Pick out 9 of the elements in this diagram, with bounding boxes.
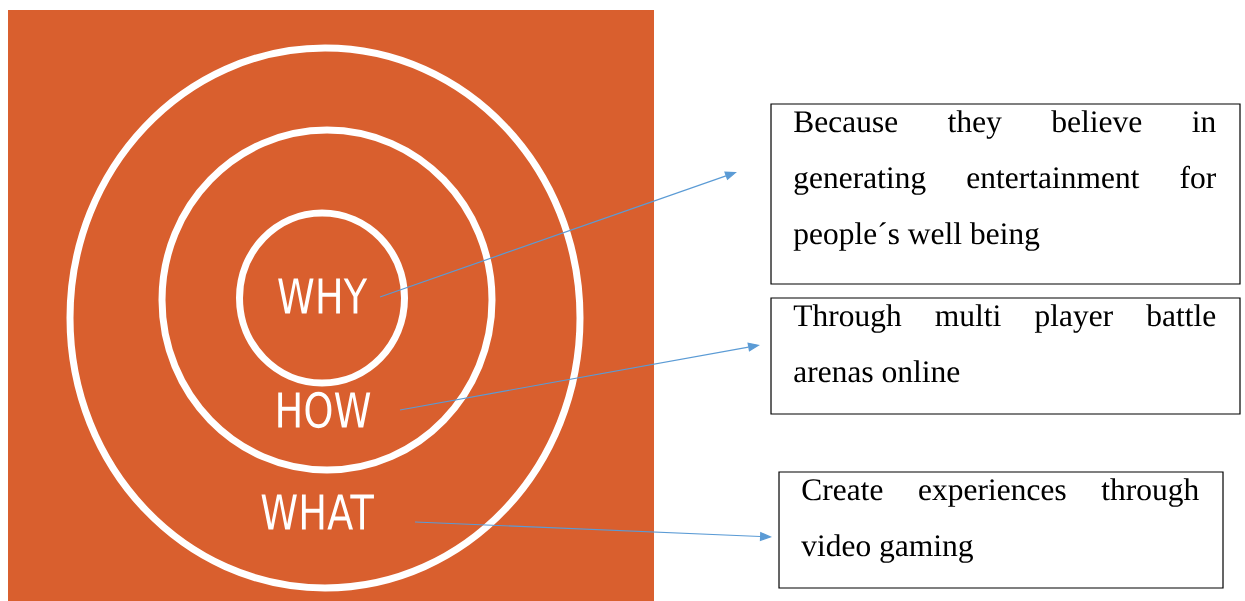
text-box: Because they believe in generating entertainment for people´s well being bbox=[770, 103, 1241, 285]
ring bbox=[236, 209, 408, 387]
ring-word: WHAT bbox=[261, 494, 374, 530]
ring bbox=[158, 126, 496, 474]
text-box: Through multi player battle arenas online bbox=[770, 297, 1241, 415]
text-box: Create experiences through video gaming bbox=[778, 471, 1224, 589]
ring-word: HOW bbox=[278, 391, 371, 429]
ring bbox=[66, 44, 584, 592]
ring-word: WHY bbox=[278, 278, 368, 314]
